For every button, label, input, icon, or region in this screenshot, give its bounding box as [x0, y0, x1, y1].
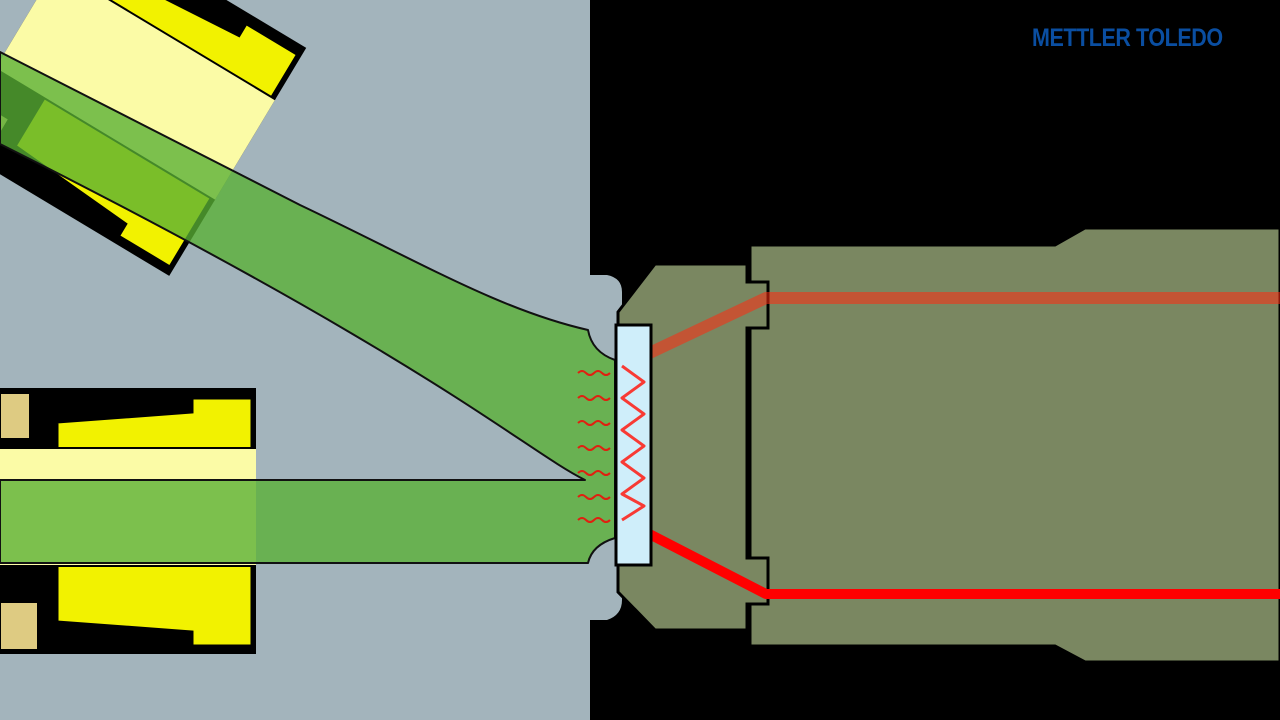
red-light-path — [619, 292, 1280, 599]
mettler-toledo-logo: METTLER TOLEDO — [1032, 24, 1223, 52]
sensor-window — [614, 323, 653, 567]
green-light-beam — [0, 51, 616, 564]
zigzag-reflection — [620, 364, 646, 522]
heat-wave-marks — [577, 370, 611, 523]
